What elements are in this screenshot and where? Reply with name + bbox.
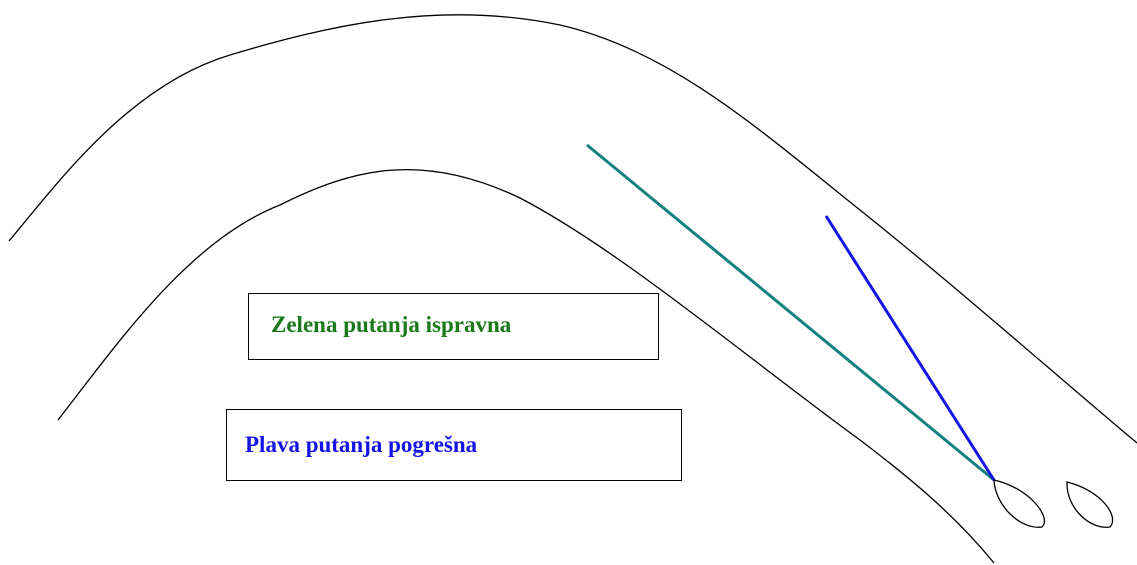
wrong-path-label: Plava putanja pogrešna (245, 432, 478, 457)
correct-path-label: Zelena putanja ispravna (271, 311, 512, 337)
second-boat-icon (1066, 481, 1114, 528)
boat-icon (993, 479, 1045, 528)
wrong-path-label-box: Plava putanja pogrešna (226, 409, 682, 481)
correct-path-label-box: Zelena putanja ispravna (248, 293, 659, 360)
outer-road-edge (8, 14, 1137, 444)
inner-road-edge (57, 168, 995, 564)
wrong-path-line (824, 215, 996, 481)
correct-path-line (586, 143, 995, 482)
